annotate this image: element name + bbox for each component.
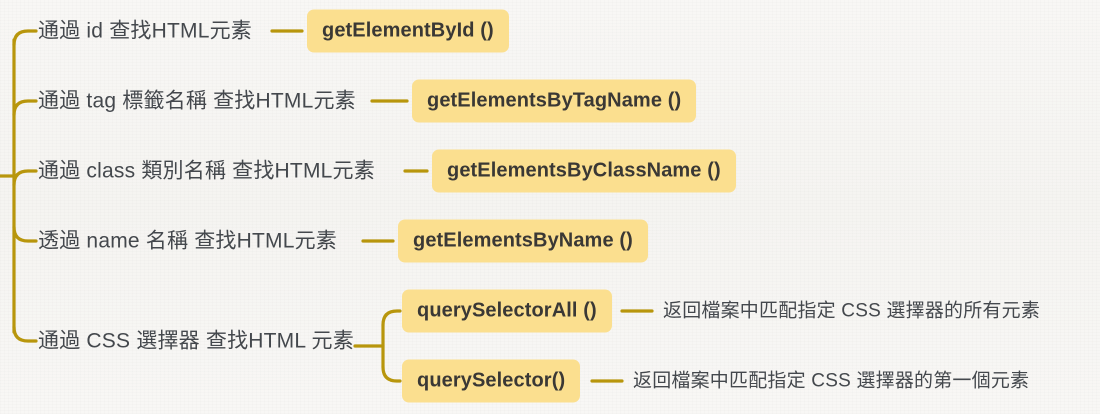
method-badge-querySelectorAll[interactable]: querySelectorAll () (402, 289, 612, 333)
css-brace-branch-2 (381, 365, 402, 383)
method-badge-querySelector[interactable]: querySelector() (402, 359, 581, 403)
brace-branch-3 (12, 169, 38, 187)
method-badge-getElementsByName[interactable]: getElementsByName () (398, 219, 648, 263)
description-querySelectorAll: 返回檔案中匹配指定 CSS 選擇器的所有元素 (663, 300, 1041, 322)
brace-branch-5 (12, 325, 38, 343)
description-querySelector: 返回檔案中匹配指定 CSS 選擇器的第一個元素 (633, 370, 1030, 392)
branch-label-class: 通過 class 類別名稱 查找HTML元素 (38, 159, 375, 183)
css-brace-branch-1 (381, 309, 402, 327)
branch-label-tag: 通過 tag 標籤名稱 查找HTML元素 (38, 89, 356, 113)
branch-label-css-selector: 通過 CSS 選擇器 查找HTML 元素 (38, 329, 354, 353)
brace-branch-2 (12, 99, 38, 117)
branch-label-id: 通過 id 查找HTML元素 (38, 19, 252, 43)
method-badge-getElementById[interactable]: getElementById () (307, 9, 509, 53)
brace-branch-4 (12, 225, 38, 243)
method-badge-getElementsByTagName[interactable]: getElementsByTagName () (412, 79, 697, 123)
brace-branch-1 (12, 29, 38, 47)
method-badge-getElementsByClassName[interactable]: getElementsByClassName () (432, 149, 736, 193)
branch-label-name: 透過 name 名稱 查找HTML元素 (38, 229, 337, 253)
